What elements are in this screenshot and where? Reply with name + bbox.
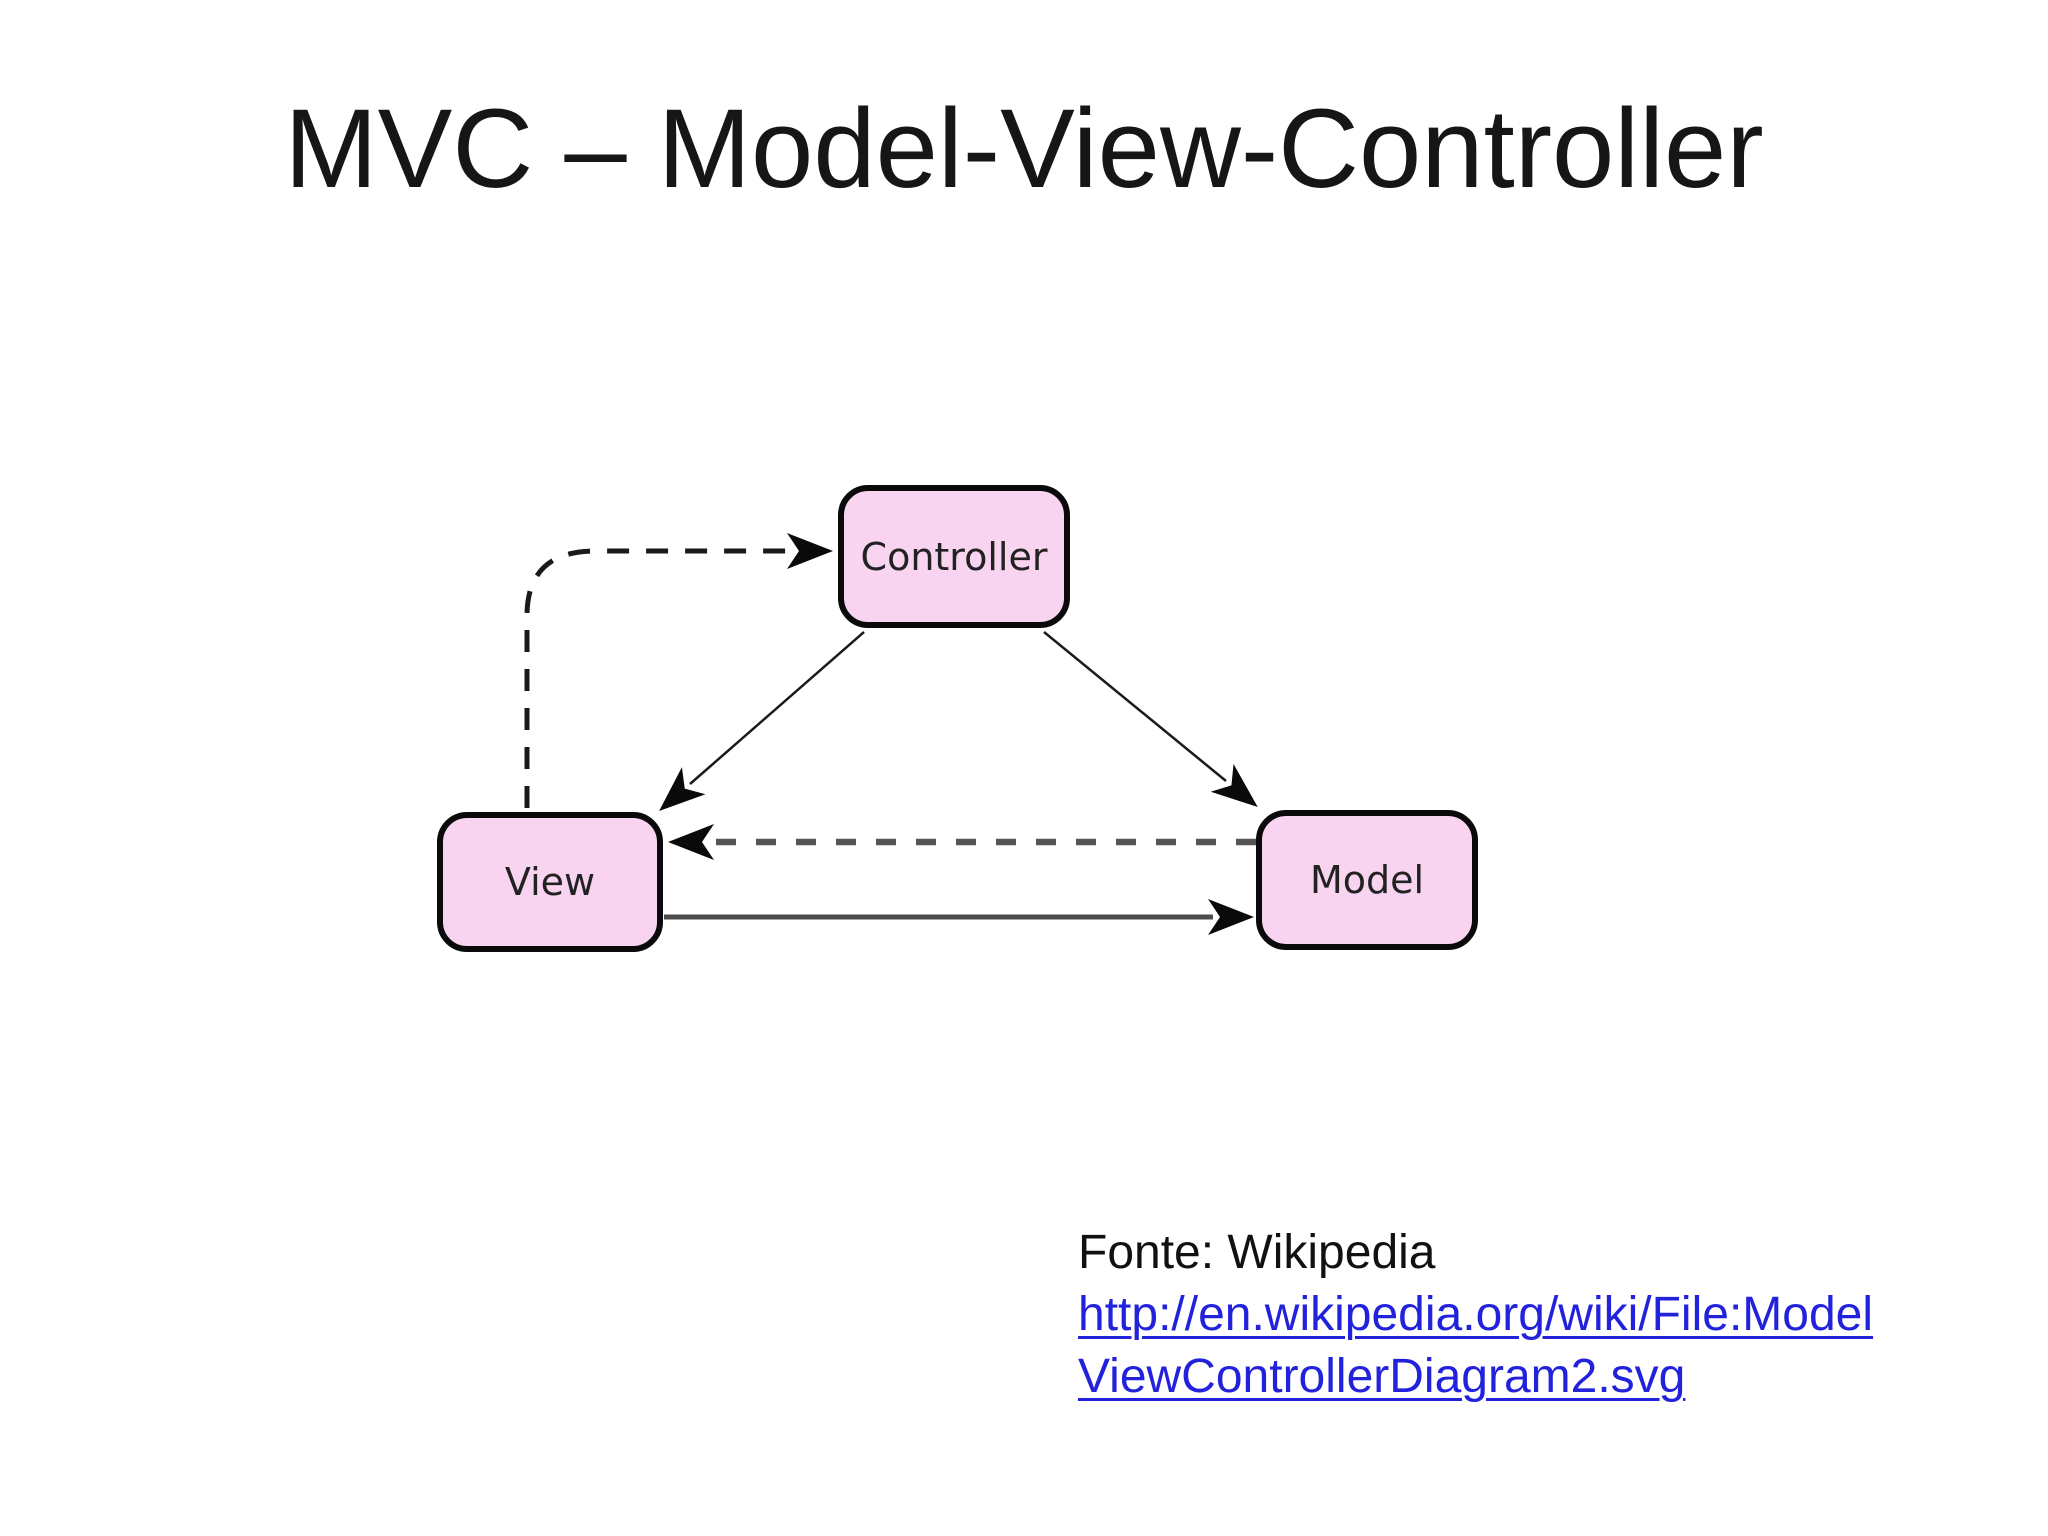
source-link-line2[interactable]: ViewControllerDiagram2.svg xyxy=(1078,1350,1686,1403)
page-title: MVC – Model-View-Controller xyxy=(284,86,1764,211)
source-label: Fonte: Wikipedia xyxy=(1078,1226,1436,1279)
source-attribution: Fonte: Wikipedia http://en.wikipedia.org… xyxy=(1078,1222,1873,1408)
node-controller: Controller xyxy=(838,485,1070,628)
source-link[interactable]: http://en.wikipedia.org/wiki/File:Model … xyxy=(1078,1284,1873,1408)
source-link-line1[interactable]: http://en.wikipedia.org/wiki/File:Model xyxy=(1078,1288,1874,1341)
edge-view-to-controller xyxy=(524,533,833,808)
node-model-label: Model xyxy=(1309,858,1425,902)
edge-controller-to-view xyxy=(659,631,865,811)
node-view-label: View xyxy=(504,860,596,904)
node-view: View xyxy=(437,812,663,952)
node-model: Model xyxy=(1256,810,1478,950)
node-controller-label: Controller xyxy=(860,534,1048,579)
edge-controller-to-model xyxy=(1043,631,1258,807)
